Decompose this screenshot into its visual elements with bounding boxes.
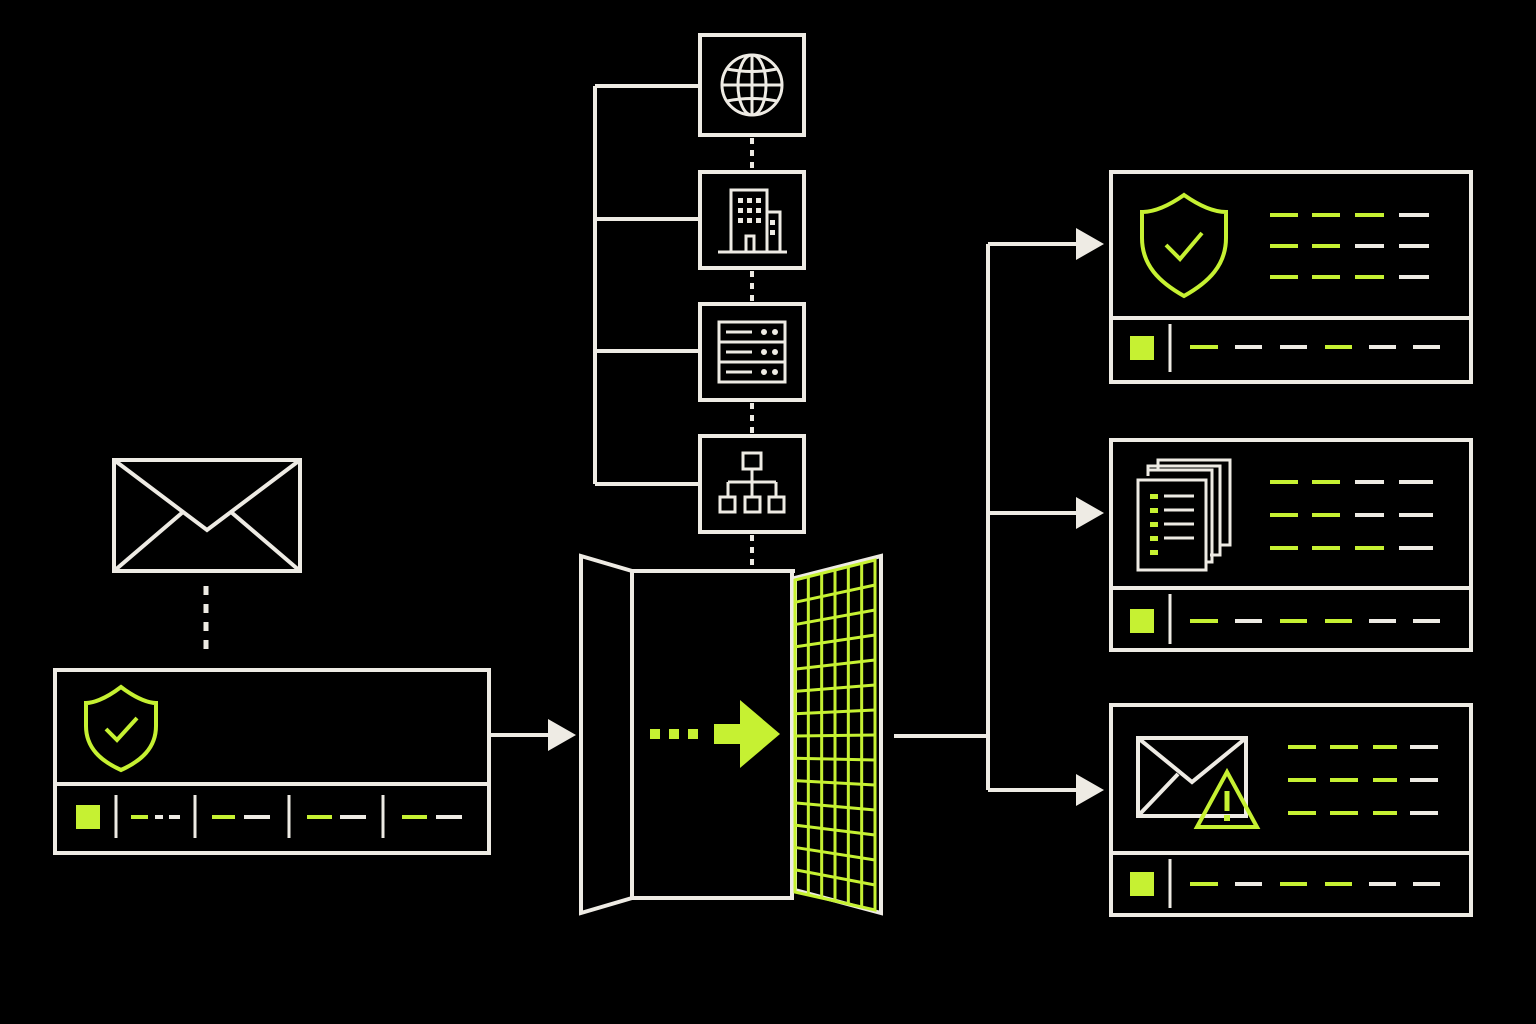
- gateway-door: [579, 553, 883, 916]
- grid-row-line: [794, 658, 876, 671]
- grid-screen-icon: [793, 558, 877, 912]
- source-to-gateway-arrow: [489, 719, 576, 751]
- shield-check-icon: [1140, 192, 1228, 299]
- status-square: [1130, 872, 1154, 896]
- grid-row-line: [794, 608, 876, 627]
- status-square: [1130, 609, 1154, 633]
- server-icon: [717, 320, 787, 384]
- status-square: [76, 805, 100, 829]
- globe-icon-box: [698, 33, 806, 137]
- detail-dashes: [1288, 745, 1438, 815]
- output-card-documents: [1109, 438, 1473, 652]
- org-chart-icon-box: [698, 434, 806, 534]
- grid-row-line: [794, 845, 876, 862]
- grid-row-line: [794, 868, 876, 887]
- grid-row-line: [794, 779, 876, 787]
- building-icon-box: [698, 170, 806, 270]
- sources-bracket: [593, 84, 700, 486]
- grid-row-line: [794, 683, 876, 693]
- source-card: [53, 668, 491, 855]
- globe-icon: [720, 53, 784, 117]
- detail-dashes: [1270, 213, 1429, 279]
- arrow-right-icon: [650, 700, 780, 768]
- grid-row-line: [794, 801, 876, 812]
- grid-row-line: [794, 633, 876, 649]
- output-card-approved: [1109, 170, 1473, 384]
- source-envelope-icon: [112, 458, 302, 573]
- grid-row-line: [794, 756, 876, 762]
- distribution-connector: [894, 228, 1104, 806]
- envelope-warning-icon: [1136, 736, 1261, 829]
- grid-row-line: [794, 823, 876, 837]
- documents-icon: [1136, 458, 1232, 572]
- org-chart-icon: [718, 451, 786, 514]
- status-square: [1130, 336, 1154, 360]
- server-icon-box: [698, 302, 806, 402]
- grid-row-line: [794, 733, 876, 738]
- output-card-flagged: [1109, 703, 1473, 917]
- building-icon: [718, 188, 787, 254]
- shield-check-icon: [84, 684, 158, 773]
- grid-row-line: [794, 583, 876, 604]
- grid-row-line: [794, 708, 876, 716]
- detail-dashes: [1270, 480, 1433, 550]
